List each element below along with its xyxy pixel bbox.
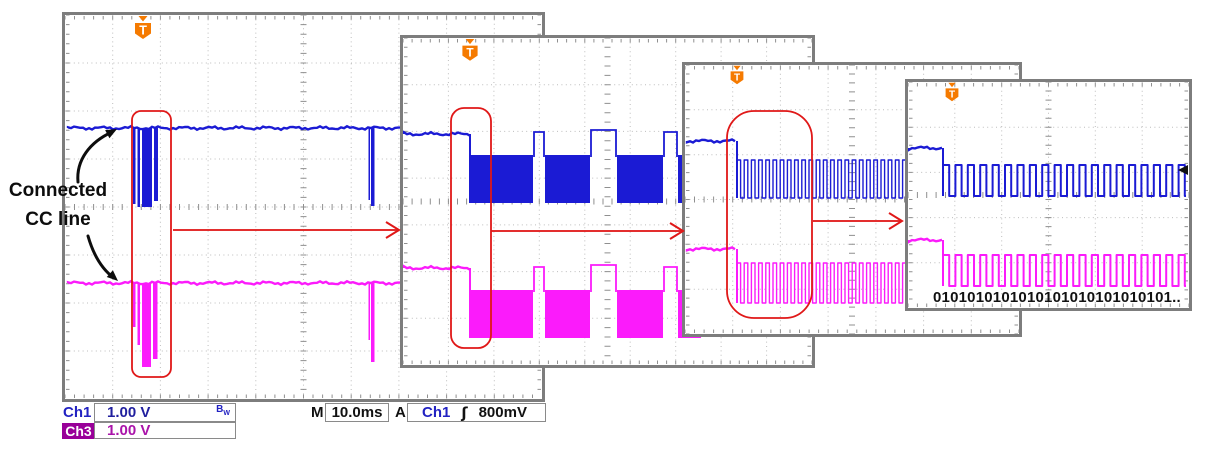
- cc-label-line1: Connected: [8, 180, 108, 201]
- ch3-scale-box: 1.00 V: [94, 422, 236, 439]
- ch1-trace: [908, 145, 1186, 197]
- connected-cc-line-label: Connected CC line: [0, 176, 116, 234]
- svg-text:T: T: [139, 24, 147, 38]
- svg-text:T: T: [949, 90, 955, 101]
- scope-panel-4: T: [905, 79, 1192, 311]
- ch1-scale-box: 1.00 V BW: [94, 403, 236, 422]
- svg-text:T: T: [466, 46, 474, 60]
- graticule-ticks: [65, 15, 541, 398]
- trigger-readout-box: Ch1 ʃ 800mV: [407, 403, 546, 422]
- trigger-source: Ch1: [422, 404, 451, 421]
- cc-label-line2: CC line: [25, 209, 91, 230]
- scope-screen-4: T: [908, 82, 1189, 308]
- svg-text:T: T: [734, 73, 740, 84]
- ch1-scale-value: 1.00 V: [107, 404, 151, 421]
- ch1-label: Ch1: [63, 404, 92, 421]
- trigger-level: 800mV: [478, 404, 527, 421]
- bandwidth-limit-indicator: BW: [216, 404, 230, 418]
- trigger-slope-icon: ʃ: [461, 403, 468, 422]
- trigger-position-marker: T: [730, 65, 744, 85]
- graticule-ticks: [403, 38, 812, 364]
- ch3-scale-value: 1.00 V: [107, 422, 151, 439]
- ch3-trace: [403, 264, 701, 338]
- trigger-position-marker: T: [462, 38, 478, 61]
- ch3-label-chip: Ch3: [62, 423, 95, 439]
- ch3-trace: [908, 237, 1186, 287]
- binary-sequence-label: 0101010101010101010101010101..: [933, 289, 1181, 306]
- timebase-label: M: [311, 404, 324, 421]
- trigger-position-marker: T: [945, 82, 959, 102]
- trigger-position-marker: T: [135, 16, 151, 39]
- trigger-mode-label: A: [395, 404, 406, 421]
- timebase-box: 10.0ms: [325, 403, 389, 422]
- timebase-value: 10.0ms: [331, 404, 383, 421]
